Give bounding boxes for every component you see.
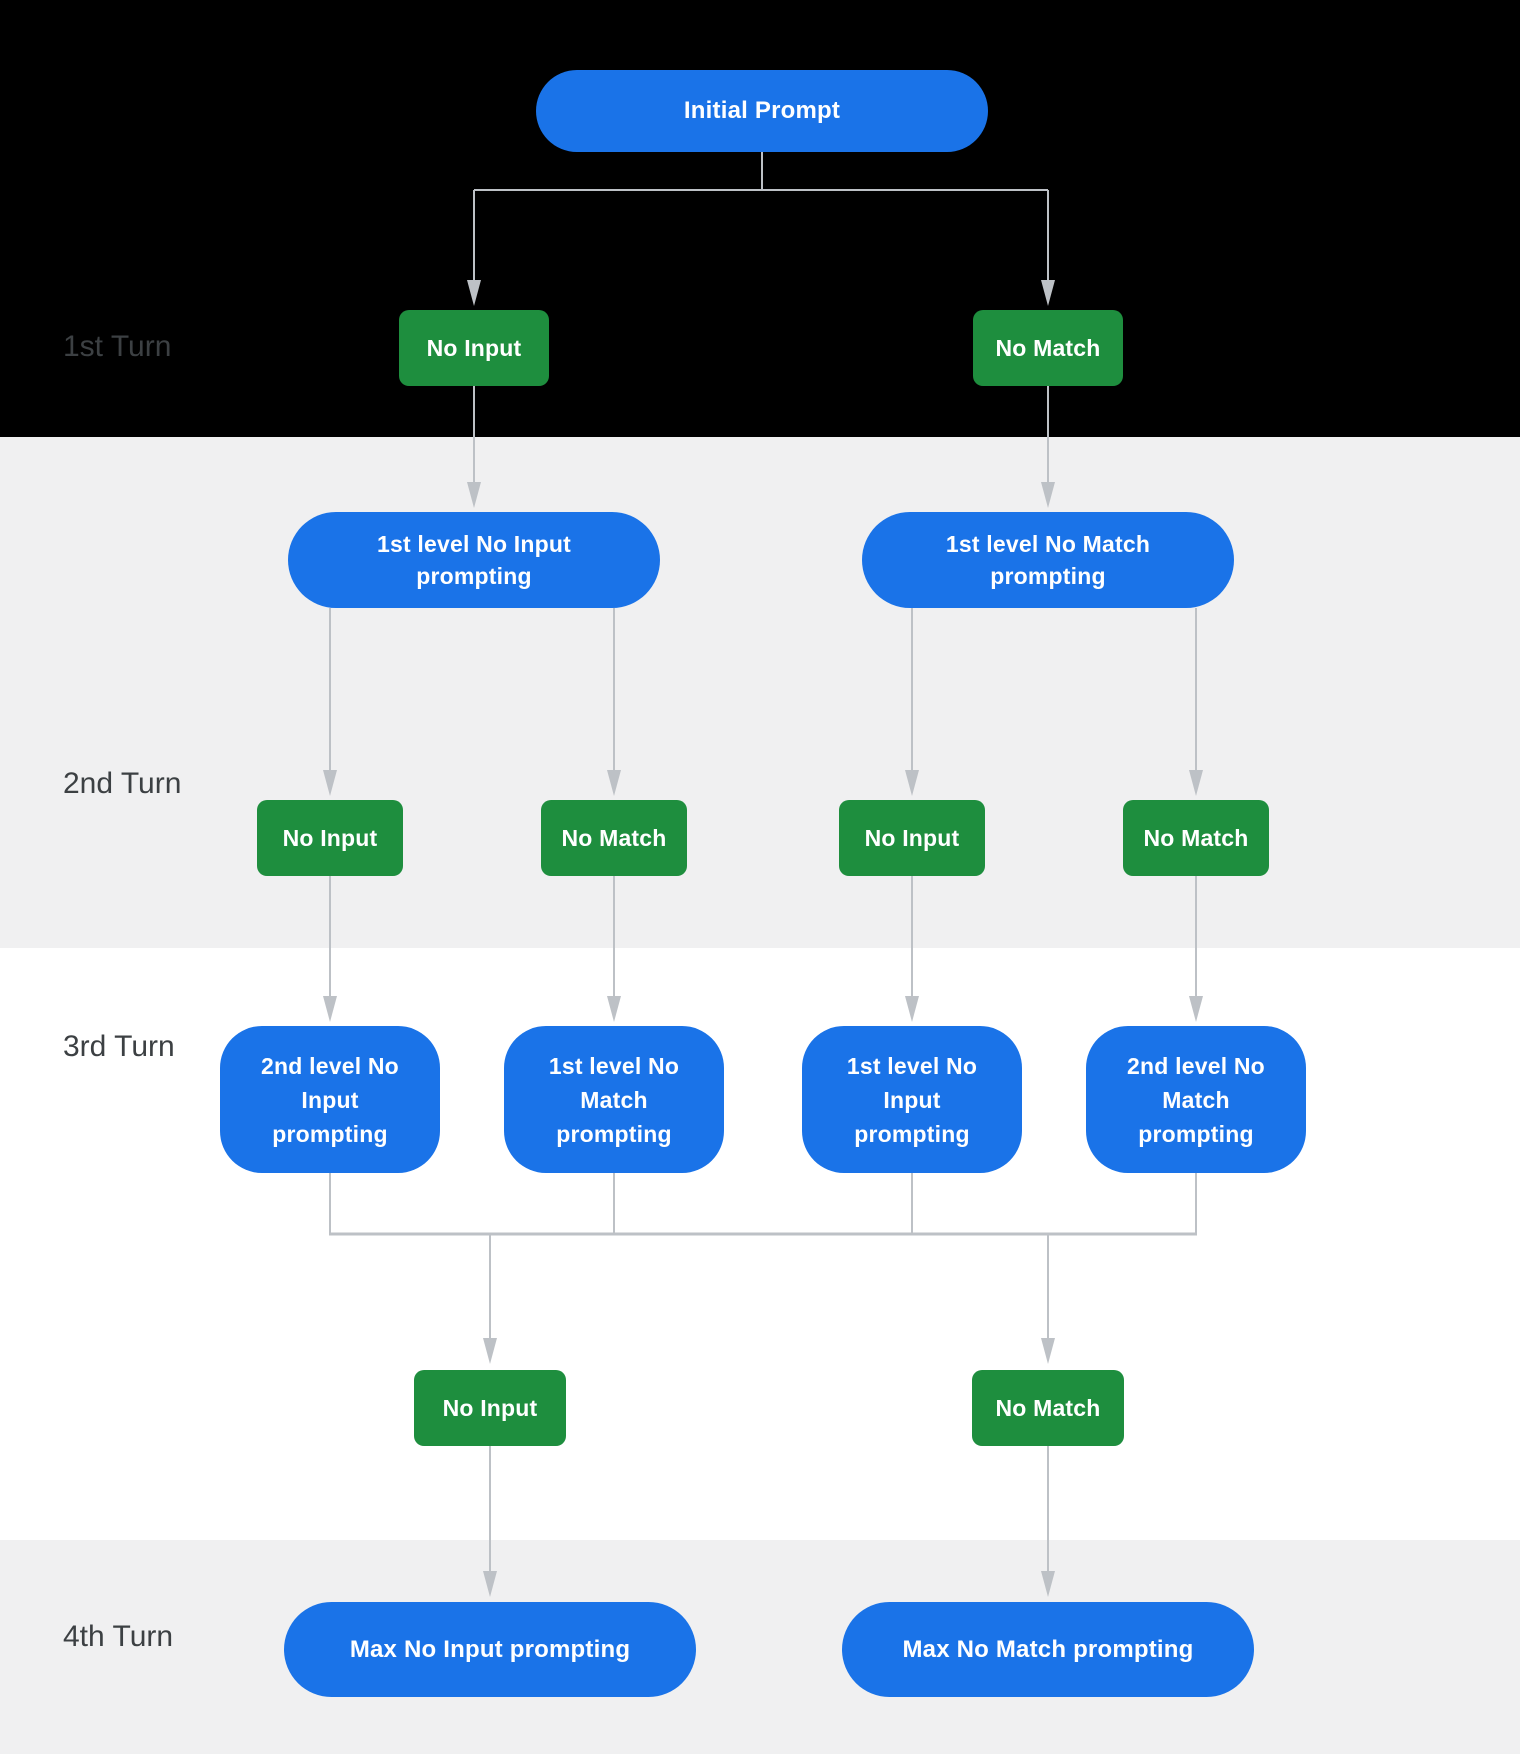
turn2-event-no-input-2: No Input	[839, 800, 985, 876]
turn4-max-no-input-prompt: Max No Input prompting	[284, 1602, 696, 1697]
turn3-prompt-1st-no-match: 1st level No Match prompting	[504, 1026, 724, 1173]
initial-branch-connector	[467, 152, 1055, 306]
turn3-no-input-event: No Input	[414, 1370, 566, 1446]
turn2-to-turn3-arrows	[323, 876, 1203, 1022]
turn3-prompt-1st-no-input: 1st level No Input prompting	[802, 1026, 1022, 1173]
turn3-merge-connector	[329, 1173, 1197, 1364]
turn2-event-no-input-1: No Input	[257, 800, 403, 876]
turn2-no-match-prompt-node: 1st level No Match prompting	[862, 512, 1234, 608]
turn3-no-match-event: No Match	[972, 1370, 1124, 1446]
turn2-event-no-match-1: No Match	[541, 800, 687, 876]
turn4-max-no-match-prompt: Max No Match prompting	[842, 1602, 1254, 1697]
turn-label-2: 2nd Turn	[63, 767, 182, 800]
turn1-no-input-event: No Input	[399, 310, 549, 386]
initial-prompt-node: Initial Prompt	[536, 70, 988, 152]
turn2-no-input-prompt-node: 1st level No Input prompting	[288, 512, 660, 608]
turn-label-3: 3rd Turn	[63, 1030, 175, 1063]
turn3-prompt-2nd-no-input: 2nd level No Input prompting	[220, 1026, 440, 1173]
turn1-no-match-event: No Match	[973, 310, 1123, 386]
turn1-to-turn2-arrows	[467, 386, 1055, 508]
turn3-prompt-2nd-no-match: 2nd level No Match prompting	[1086, 1026, 1306, 1173]
turn3-to-turn4-arrows	[483, 1446, 1055, 1597]
turn-label-1: 1st Turn	[63, 330, 172, 363]
turn2-event-no-match-2: No Match	[1123, 800, 1269, 876]
turn-label-4: 4th Turn	[63, 1620, 174, 1653]
turn-4-band	[0, 1540, 1520, 1754]
turn2-prompt-to-event-arrows	[323, 608, 1203, 796]
